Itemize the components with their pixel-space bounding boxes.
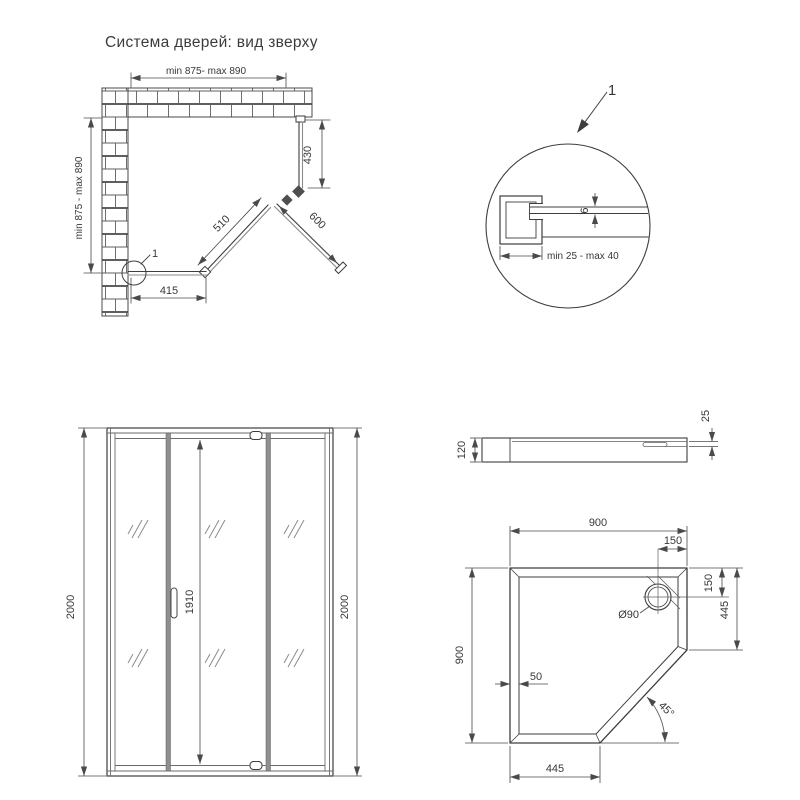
glass-slot-mask	[529, 203, 543, 220]
door-mullion-left	[165, 432, 171, 772]
glass-hatch-marks	[127, 519, 305, 668]
brick-walls	[101, 87, 313, 317]
dim-label-600: 600	[306, 210, 327, 231]
glass-slot	[529, 203, 543, 220]
detail-marker-label: 1	[152, 248, 158, 260]
detail-callout-number: 1	[608, 82, 616, 99]
hinge-block	[292, 185, 305, 198]
dim-415: 415	[130, 277, 207, 304]
dim-label-445-bottom: 445	[546, 763, 564, 775]
dim-width-top: min 875- max 890	[130, 66, 287, 88]
dim-label-900-top: 900	[589, 517, 607, 529]
tray-plan-view: 900 900 150 150 445 445	[454, 517, 743, 783]
wall-profile-clamp	[295, 115, 306, 123]
dim-150-right: 150	[689, 567, 743, 597]
dim-25: 25	[689, 410, 718, 460]
dim-2000-left: 2000	[65, 427, 106, 777]
dim-label-drain: Ø90	[618, 609, 639, 621]
dim-label-415: 415	[160, 285, 178, 297]
door-mullion-right	[265, 432, 271, 772]
dim-label-50: 50	[530, 671, 542, 683]
dim-120: 120	[456, 437, 481, 463]
detail-callout-arrow: 1	[577, 82, 616, 133]
wall-profile-section	[499, 195, 649, 245]
wall-vertical	[101, 87, 129, 317]
hinge-block	[281, 194, 293, 206]
dim-600: 600	[278, 205, 338, 264]
dim-label-900-left: 900	[454, 646, 466, 664]
dim-label-150-top: 150	[664, 535, 682, 547]
tray-inner-rim	[518, 576, 679, 735]
dim-label-25: 25	[700, 410, 712, 422]
dim-depth-left: min 875 - max 890	[74, 117, 102, 274]
door-hinge-hardware	[281, 185, 305, 206]
dim-900-top: 900	[509, 517, 688, 566]
dim-900-left: 900	[454, 567, 508, 744]
dim-label-2000-left: 2000	[65, 595, 77, 619]
drain-diameter-label: Ø90	[618, 605, 651, 621]
dim-label-6: 6	[579, 207, 591, 213]
dim-label-45deg: 45°	[656, 700, 676, 720]
drain-cover-side	[642, 442, 668, 447]
frame-outline	[106, 427, 334, 777]
dim-510: 510	[197, 197, 262, 266]
dim-label-1910: 1910	[184, 590, 196, 614]
dim-label-120: 120	[456, 441, 468, 459]
tray-outer-edge	[509, 567, 688, 744]
rim-corner-ticks	[509, 567, 688, 744]
front-elevation-view: 2000 1910 2000	[65, 427, 362, 777]
dim-430: 430	[302, 119, 331, 189]
frame-profiles	[107, 428, 333, 776]
detail-callout-view: 1 6 min 25 - max 40	[485, 82, 651, 309]
plan-view: min 875- max 890 min 875 - max 890 430 5…	[74, 66, 348, 317]
dim-150-top: 150	[658, 535, 687, 553]
dim-label-depth: min 875 - max 890	[74, 156, 85, 239]
dim-label-445-right: 445	[719, 601, 731, 619]
door-handle-knob	[334, 261, 348, 275]
door-handle	[170, 587, 178, 619]
dim-label-range: min 25 - max 40	[547, 251, 619, 262]
glass-panel-bottom	[127, 270, 207, 276]
dim-label-2000-right: 2000	[339, 595, 351, 619]
hinge-top	[249, 431, 263, 440]
tray-profile	[481, 437, 688, 463]
detail-marker: 1	[121, 248, 158, 286]
dim-445-bottom: 445	[509, 746, 601, 783]
glass-panel-right	[295, 115, 306, 189]
dim-50-rim: 50	[495, 671, 548, 688]
dim-label-150-right: 150	[703, 574, 715, 592]
profile-inner	[505, 201, 537, 239]
dim-profile-range: min 25 - max 40	[499, 246, 619, 262]
dim-label-430: 430	[302, 146, 314, 164]
dim-1910-door: 1910	[184, 440, 204, 764]
hinge-bottom	[249, 761, 263, 770]
wall-horizontal	[101, 87, 313, 118]
dim-glass-6: 6	[579, 193, 599, 228]
dim-label-width: min 875- max 890	[166, 66, 246, 77]
glass-panel-diagonal	[198, 204, 272, 279]
tray-side-view: 120 25	[456, 410, 718, 463]
dim-445-right: 445	[689, 568, 743, 651]
dim-2000-right: 2000	[334, 427, 362, 777]
detail-circle	[485, 143, 651, 309]
page-title: Система дверей: вид зверху	[105, 34, 318, 51]
